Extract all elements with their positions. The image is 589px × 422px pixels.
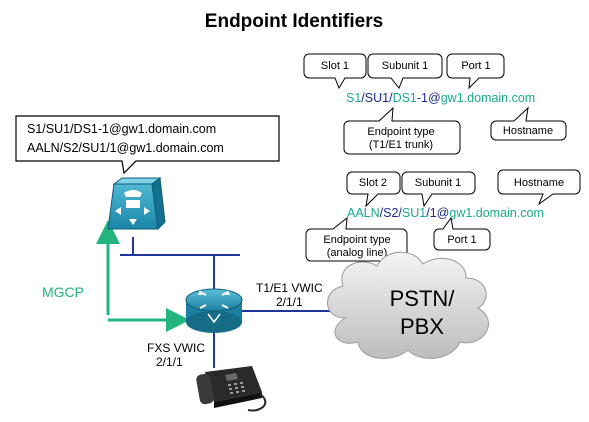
addr2-hostname: gw1.domain.com	[449, 206, 544, 220]
callout-endpoint-type-analog: Endpoint type (analog line)	[305, 216, 408, 262]
callout-port-1: Port 1	[446, 53, 505, 90]
callout-slot-1-label: Slot 1	[321, 60, 349, 72]
cloud-icon	[327, 251, 489, 359]
addr2-subunit: SU1	[402, 206, 426, 220]
endpoint-address-2: AALN/S2/SU1/1@gw1.domain.com	[347, 206, 544, 220]
callout-hostname-2: Hostname	[497, 169, 581, 206]
mgcp-arrow	[96, 220, 190, 332]
address-box-line2: AALN/S2/SU1/1@gw1.domain.com	[27, 141, 224, 155]
fxs-vwic-port: 2/1/1	[156, 355, 183, 369]
callout-subunit-1: Subunit 1	[367, 53, 443, 89]
network-links	[120, 237, 340, 368]
callout-endpoint-type-trunk: Endpoint type (T1/E1 trunk)	[343, 106, 461, 155]
addr2-at: @	[437, 206, 450, 220]
callout-subunit-2-label: Subunit 1	[415, 177, 461, 189]
callout-hostname-1: Hostname	[490, 106, 567, 141]
router-icon	[185, 288, 243, 333]
addr1-port: -1	[417, 91, 428, 105]
callout-port-2: Port 1	[433, 216, 491, 251]
addr2-slot: /S2/	[380, 206, 403, 220]
cloud-label-line2: PBX	[400, 314, 444, 339]
callout-subunit-1-label: Subunit 1	[382, 60, 428, 72]
phone-icon	[196, 366, 267, 412]
t1e1-vwic-port: 2/1/1	[276, 295, 303, 309]
callout-endpoint-type-trunk-line1: Endpoint type	[367, 126, 434, 138]
addr1-at: @	[428, 91, 441, 105]
call-agent-icon	[107, 177, 166, 231]
t1e1-vwic-label: T1/E1 VWIC	[256, 281, 323, 295]
address-box-line1: S1/SU1/DS1-1@gw1.domain.com	[27, 122, 216, 136]
endpoint-address-1: S1/SU1/DS1-1@gw1.domain.com	[346, 91, 535, 105]
fxs-vwic-label: FXS VWIC	[147, 341, 205, 355]
callout-slot-1: Slot 1	[303, 53, 367, 90]
callout-endpoint-type-trunk-line2: (T1/E1 trunk)	[369, 139, 433, 151]
callout-hostname-1-label: Hostname	[503, 125, 553, 137]
mgcp-label: MGCP	[42, 284, 84, 300]
callout-slot-2-label: Slot 2	[359, 177, 387, 189]
callout-endpoint-type-analog-line1: Endpoint type	[323, 234, 390, 246]
callout-endpoint-type-analog-line2: (analog line)	[327, 247, 388, 259]
addr2-port: /1	[426, 206, 436, 220]
address-box: S1/SU1/DS1-1@gw1.domain.com AALN/S2/SU1/…	[15, 115, 280, 175]
page-title: Endpoint Identifiers	[205, 11, 383, 32]
cloud-label-line1: PSTN/	[390, 286, 456, 311]
addr2-type: AALN	[347, 206, 380, 220]
callout-slot-2: Slot 2	[346, 171, 401, 208]
callout-port-2-label: Port 1	[447, 234, 476, 246]
addr1-hostname: gw1.domain.com	[441, 91, 536, 105]
callout-hostname-2-label: Hostname	[514, 177, 564, 189]
addr1-subunit: /SU1/	[361, 91, 393, 105]
callout-port-1-label: Port 1	[461, 60, 490, 72]
callout-subunit-2: Subunit 1	[401, 171, 476, 208]
addr1-type: DS1	[393, 91, 417, 105]
addr1-slot: S1	[346, 91, 361, 105]
